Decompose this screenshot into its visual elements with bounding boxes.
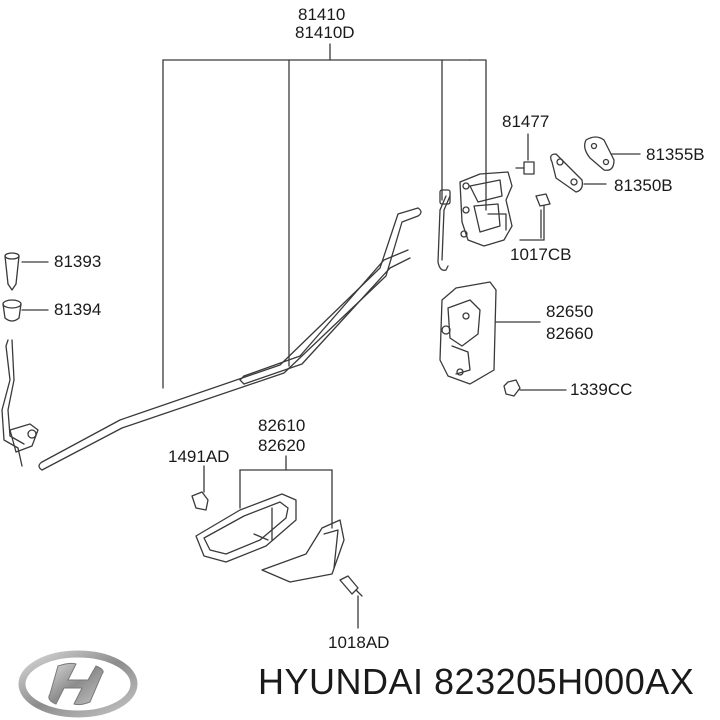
part-label-81350b: 81350B (614, 176, 673, 195)
part-label-81394: 81394 (54, 300, 102, 319)
part-label-1491ad: 1491AD (168, 447, 230, 466)
part-label-1339cc: 1339CC (570, 380, 633, 399)
bolt-1017cb (519, 193, 551, 241)
hyundai-logo-icon (18, 650, 138, 718)
inside-handle-82610 (195, 455, 345, 583)
screw-1018ad (339, 575, 363, 629)
clip-1491ad (191, 465, 209, 511)
pin-81393 (4, 252, 49, 291)
rod-hook (437, 189, 451, 271)
part-label-82650: 82650 (546, 302, 594, 321)
part-label-81393: 81393 (54, 252, 102, 271)
latch-assembly (459, 171, 513, 247)
rod-second (239, 249, 411, 385)
part-label-81355b: 81355B (646, 145, 705, 164)
part-label-81410: 81410 (298, 5, 346, 24)
part-label-1018ad: 1018AD (328, 633, 390, 652)
leader-81410 (162, 43, 487, 389)
part-label-82610: 82610 (258, 416, 306, 435)
link-rod-lever (1, 339, 39, 467)
rod-long (38, 207, 422, 471)
part-label-81477: 81477 (502, 112, 550, 131)
screw-81477 (515, 133, 535, 175)
handle-housing-82650 (439, 281, 541, 385)
part-label-82660: 82660 (546, 324, 594, 343)
nut-1339cc (503, 379, 567, 397)
striker-81350b (550, 153, 607, 193)
shim-81355b (584, 136, 641, 171)
part-label-1017cb: 1017CB (510, 245, 572, 264)
brand-part-number: HYUNDAI 823205H000AX (258, 661, 695, 702)
part-label-82620: 82620 (258, 436, 306, 455)
part-label-81410d: 81410D (295, 23, 355, 42)
grommet-81394 (2, 299, 49, 322)
